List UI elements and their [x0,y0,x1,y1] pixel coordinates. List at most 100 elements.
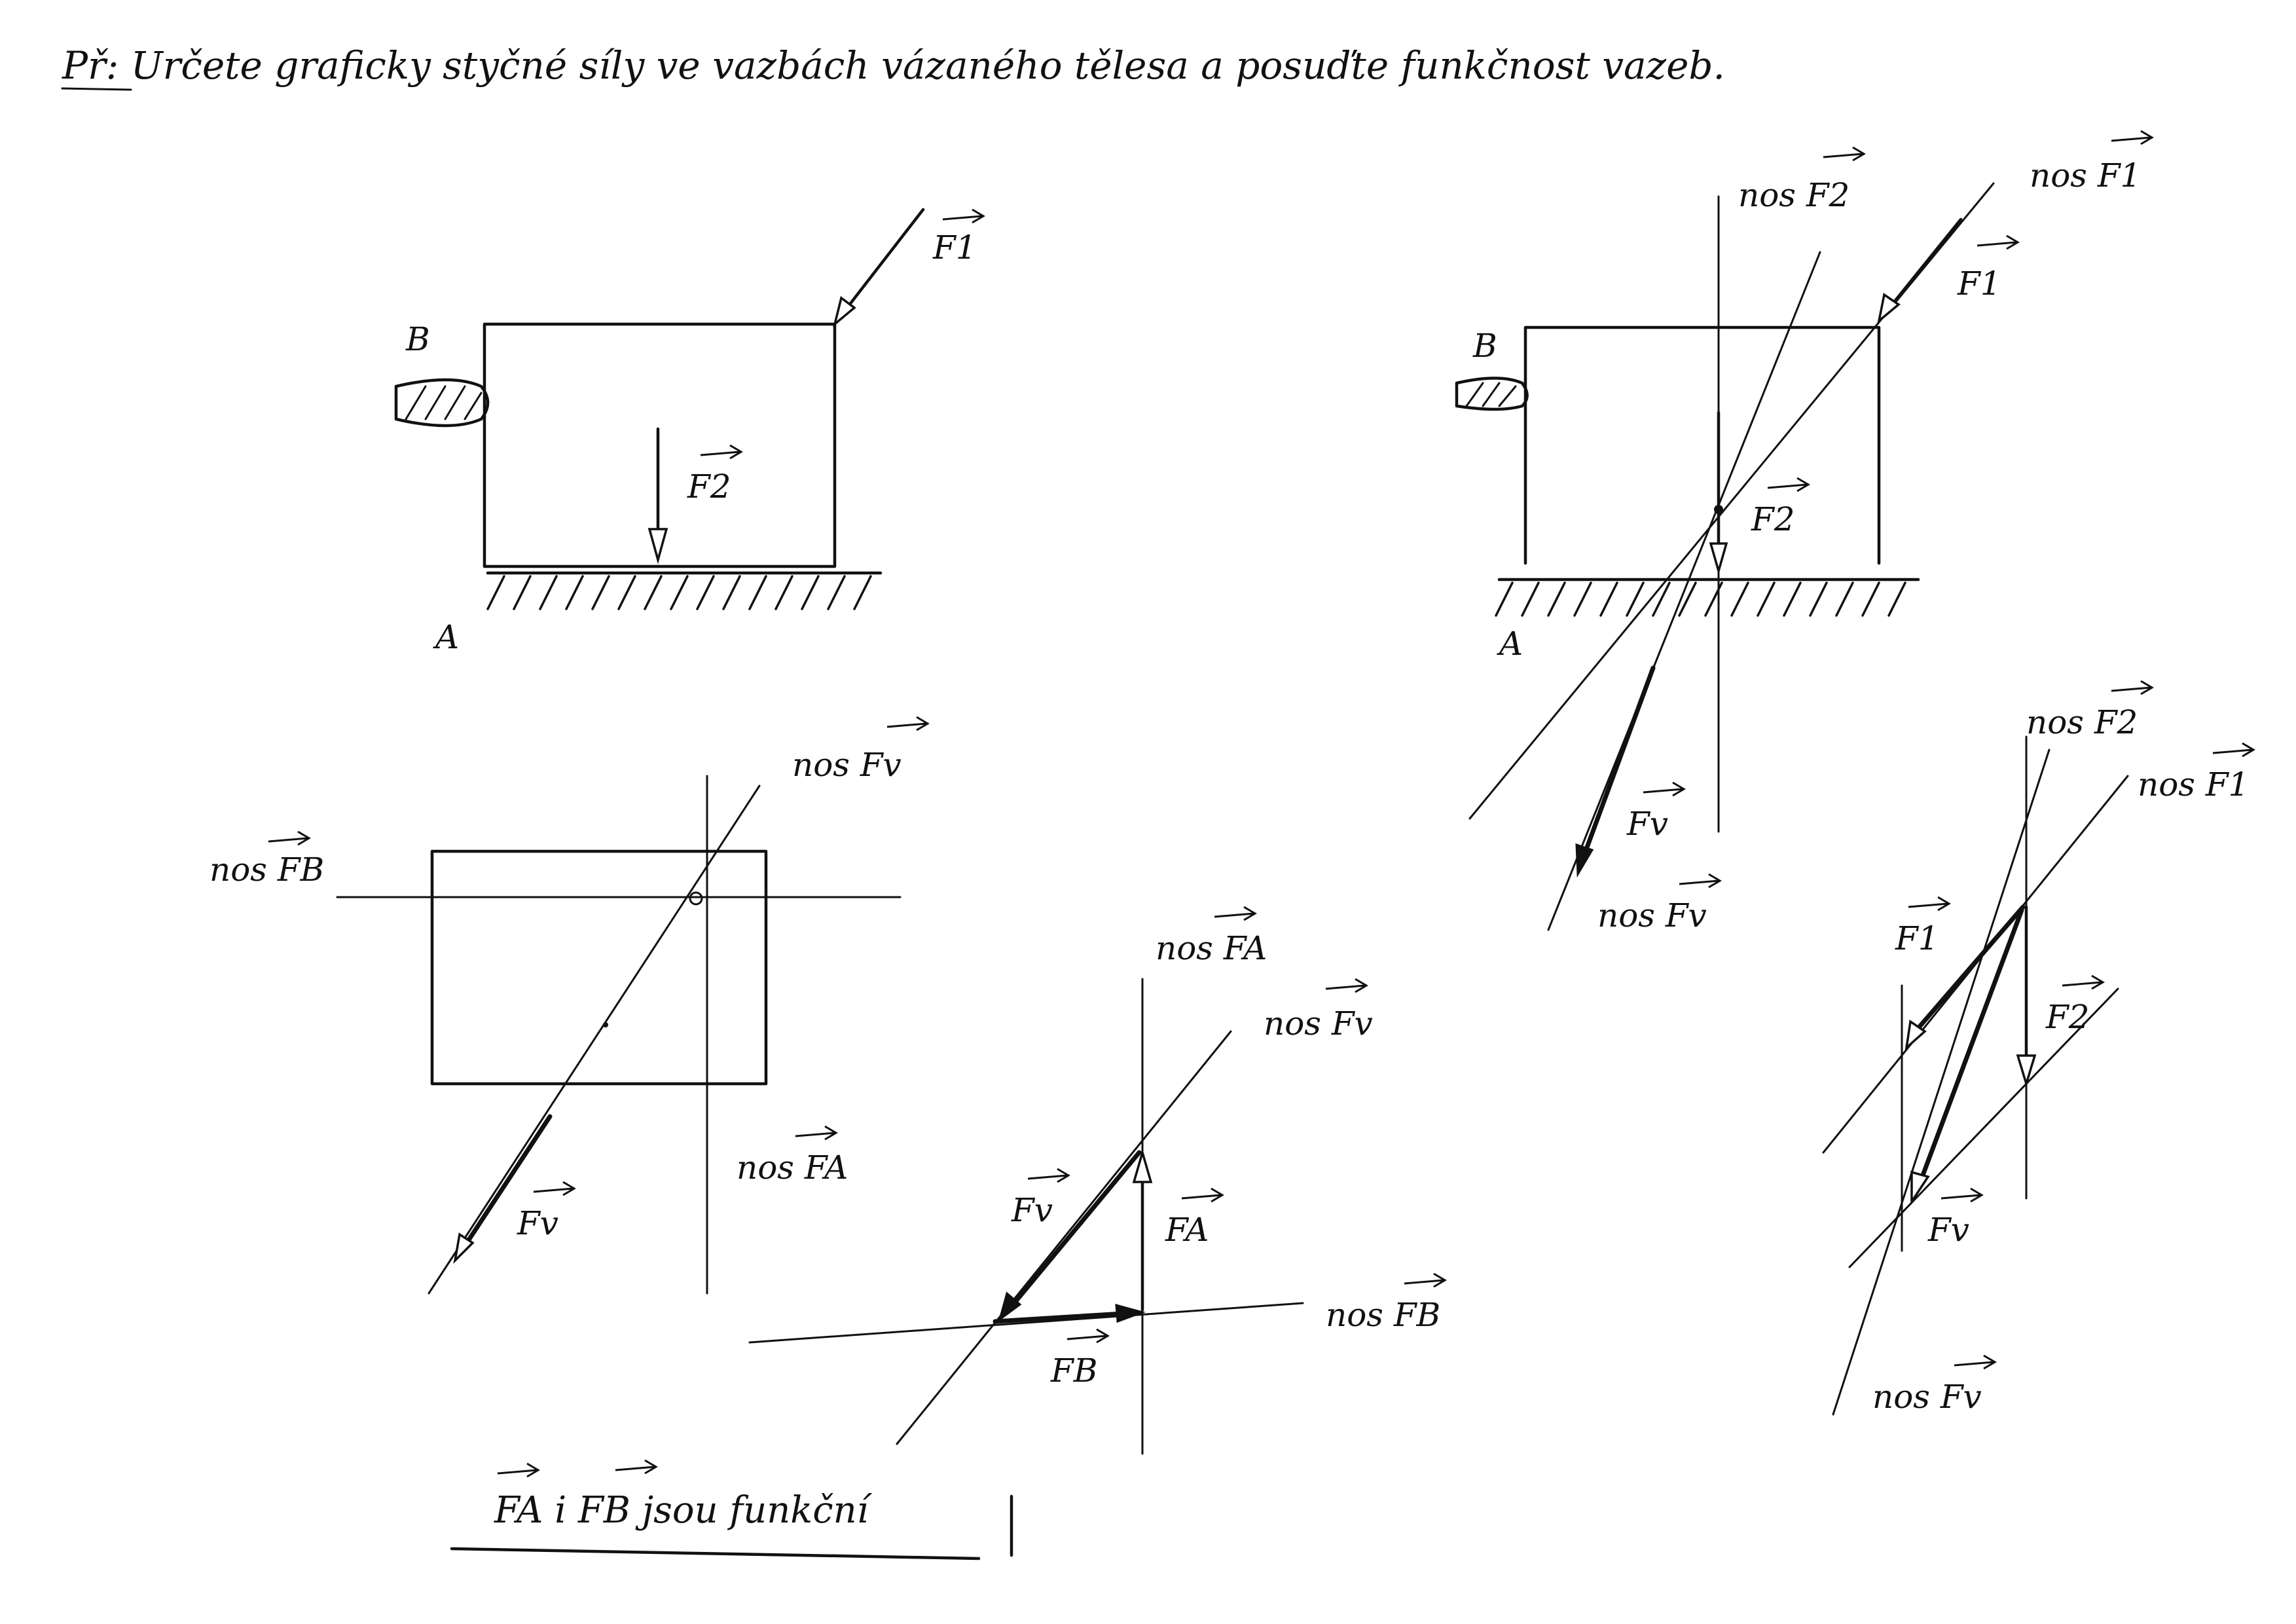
fig3-vector-mark-line-Fv [886,716,930,731]
fig5-vector-mark-Fv [1941,1187,1984,1203]
fig1-label-A: A [433,618,459,656]
fig4-vector-mark-line-Fv [1325,978,1368,993]
fig2-vector-mark-line-F1 [2111,130,2154,145]
conclusion-vector-mark-FA [497,1462,540,1478]
fig4-label-line-FA: nos FA [1156,929,1267,967]
fig1-force-F1-shaft [843,208,925,313]
fig5-label-F2: F2 [2045,998,2090,1036]
fig2-support-B [1455,377,1529,411]
fig4-line-of-action-FB [748,1302,1304,1344]
conclusion: FA i FB jsou funkční [450,1459,1013,1560]
fig1-ground-hatching [486,575,872,610]
fig1-force-F2-head [647,528,668,564]
fig3-force-Fv-shaft [465,1114,553,1244]
fig1-force-F1-head [833,296,856,327]
fig3-label-Fv: Fv [517,1204,558,1242]
fig3-reaction-lines: Fv nos Fv nos FB nos FA [210,716,930,1295]
fig3-vector-mark-Fv [533,1181,576,1196]
fig2-vector-mark-F1 [1977,234,2020,250]
conclusion-underline [450,1547,981,1560]
fig4-vector-mark-FA [1181,1187,1224,1203]
fig5-force-F1-head [1904,1019,1927,1051]
fig2-force-Fv-shaft [1582,665,1656,857]
fig2-force-F1-shaft [1890,217,1963,306]
fig2-label-A: A [1497,625,1523,663]
fig1-label-F2: F2 [687,468,731,506]
fig5-vector-mark-line-Fv [1954,1354,1997,1370]
fig4-force-Fv-shaft [1009,1150,1142,1309]
fig2-label-F2: F2 [1751,500,1795,538]
fig3-centre-dot [603,1022,608,1027]
fig2-label-line-F1: nos F1 [2030,157,2141,194]
fig3-intersection-point [689,891,703,906]
fig4-force-triangle: Fv FA FB nos FA nos Fv nos FB [748,906,1447,1455]
fig3-line-of-action-Fv [428,784,761,1295]
fig5-line-of-action-F1-parallel [1848,987,2119,1268]
fig2-line-of-action-construction: B A F1 F2 Fv nos F2 nos F1 nos Fv [1455,130,2154,934]
fig3-label-line-FA: nos FA [737,1149,848,1187]
fig3-vector-mark-line-FA [795,1125,838,1141]
fig2-label-line-Fv: nos Fv [1597,896,1707,934]
fig5-vector-mark-F1 [1908,896,1951,912]
fig3-vector-mark-line-FB [268,830,311,846]
fig5-label-line-F2: nos F2 [2026,703,2138,741]
fig2-line-of-action-Fv [1547,251,1821,931]
conclusion-text: FA i FB jsou funkční [494,1489,873,1532]
fig2-vector-mark-line-F2 [1823,146,1866,162]
fig2-force-F1-head [1877,293,1901,324]
fig4-label-FA: FA [1165,1211,1209,1249]
fig4-line-of-action-Fv [896,1030,1232,1445]
fig4-vector-mark-Fv [1027,1168,1070,1183]
fig3-force-Fv-head [453,1232,475,1264]
fig5-line-of-action-Fv [1832,748,2050,1416]
fig4-force-FA-head [1132,1148,1153,1183]
fig4-vector-mark-line-FB [1404,1272,1447,1288]
fig5-vector-mark-line-F1 [2212,742,2255,758]
fig2-ground-hatching [1495,581,1906,617]
fig2-body-rectangle [1523,325,1881,565]
fig4-label-line-FB: nos FB [1326,1296,1440,1334]
fig1-body-rectangle [483,322,837,568]
fig1-vector-mark-F1 [942,208,985,224]
fig5-label-line-Fv: nos Fv [1872,1378,1982,1416]
fig4-force-Fv-head [998,1291,1022,1322]
fig2-support-B-hatching [1465,382,1517,407]
fig2-force-F2-head [1709,542,1728,576]
fig2-vector-mark-line-Fv [1679,873,1722,889]
fig5-label-Fv: Fv [1927,1211,1969,1249]
fig2-label-B: B [1472,327,1497,365]
fig5-force-polygon: F1 F2 Fv nos F2 nos F1 nos Fv [1822,680,2255,1416]
fig1-support-B [394,378,490,428]
fig5-label-line-F1: nos F1 [2138,766,2249,803]
fig2-vector-mark-Fv [1643,781,1686,797]
fig5-label-F1: F1 [1895,919,1939,957]
fig2-label-line-F2: nos F2 [1738,176,1850,214]
fig4-force-FB-shaft [993,1311,1125,1324]
fig1-support-B-hatching [405,385,483,420]
fig2-line-of-action-F1 [1468,182,1995,820]
fig5-force-Fv-shaft [1919,908,2024,1181]
fig3-body-rectangle [430,849,768,1086]
title-underline [61,87,132,91]
fig4-label-Fv: Fv [1011,1191,1053,1229]
fig4-vector-mark-FB [1066,1328,1110,1344]
fig5-force-F2-head [2016,1054,2037,1088]
fig5-vector-mark-line-F2 [2111,680,2154,695]
fig2-vector-mark-F2 [1767,477,1810,492]
fig4-label-FB: FB [1050,1352,1097,1390]
fig5-force-F1-shaft [1916,904,2026,1031]
fig4-vector-mark-line-FA [1214,906,1257,921]
fig2-force-Fv-head [1575,843,1594,878]
fig2-label-F1: F1 [1957,265,2001,303]
fig1-label-F1: F1 [932,229,977,267]
conclusion-vector-mark-FB [615,1459,658,1475]
problem-statement: Př: Určete graficky styčné síly ve vazbá… [62,43,1725,88]
fig5-vector-mark-F2 [2062,974,2105,990]
fig3-label-line-FB: nos FB [210,851,324,889]
fig4-force-FB-head [1115,1303,1146,1323]
fig3-label-line-Fv: nos Fv [792,746,902,784]
fig1-vector-mark-F2 [700,444,743,460]
fig1-loaded-body: B A F1 F2 [394,208,985,656]
fig2-label-Fv: Fv [1626,805,1668,843]
